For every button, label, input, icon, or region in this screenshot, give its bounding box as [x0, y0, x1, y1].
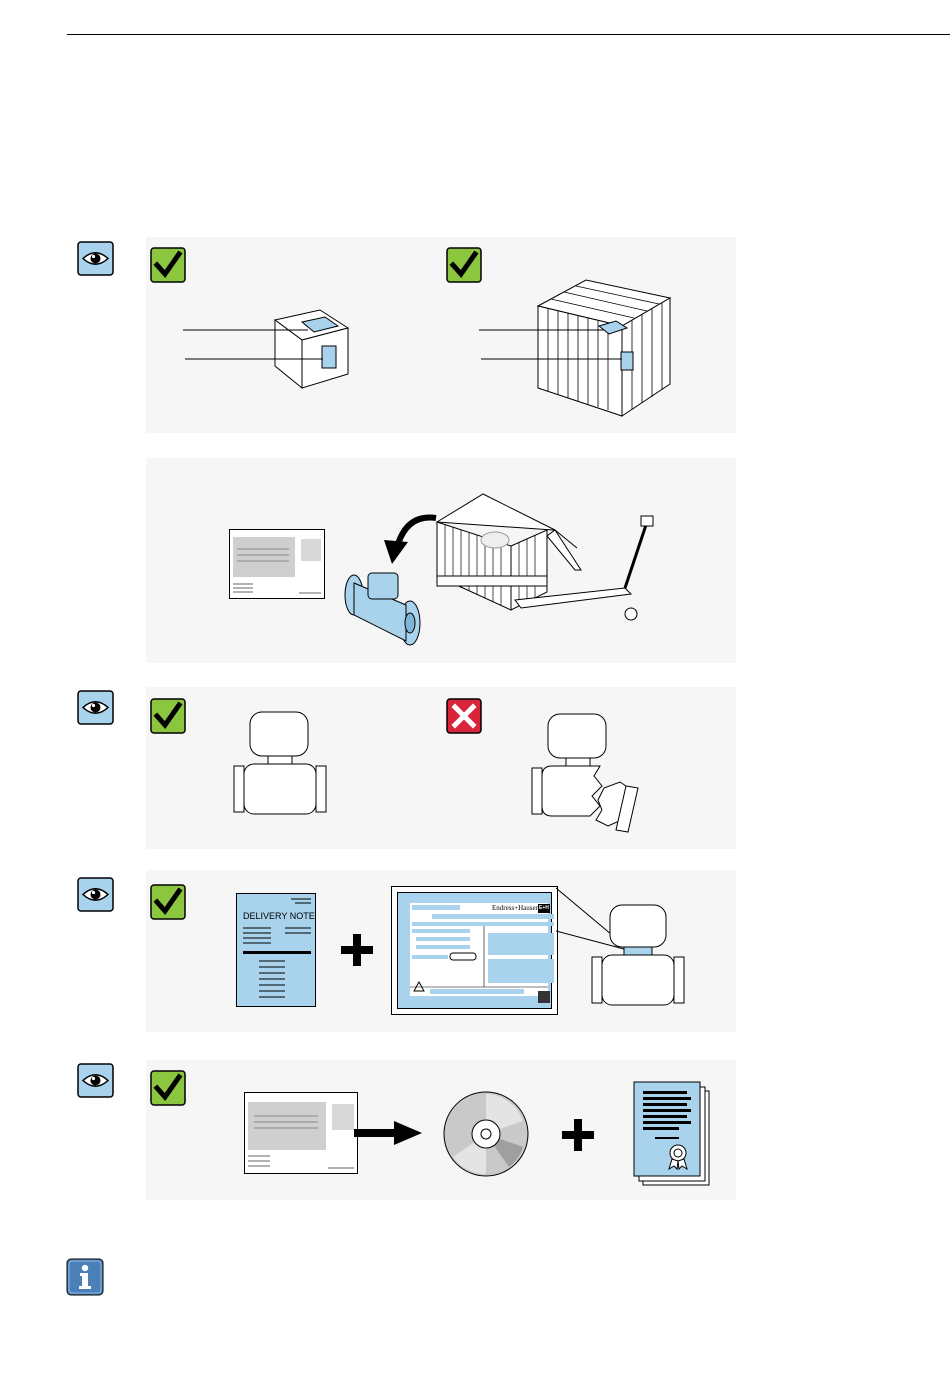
large-crate-illustration — [476, 278, 676, 418]
checkmark-icon — [150, 247, 186, 283]
device-with-nameplate-illustration — [588, 903, 688, 1011]
delivery-note-lines — [237, 894, 317, 1008]
checkmark-icon — [150, 698, 186, 734]
intact-device-illustration — [230, 710, 330, 820]
plus-icon — [561, 1118, 595, 1152]
eye-icon — [77, 1063, 114, 1098]
manual-document-illustration — [229, 529, 325, 599]
cd-rom-icon — [443, 1091, 529, 1177]
nameplate-fields — [392, 887, 559, 1016]
arrow-right-icon — [354, 1120, 424, 1146]
crate-on-pallet-truck-illustration — [435, 490, 660, 625]
eye-icon — [77, 241, 114, 276]
checkmark-icon — [150, 884, 186, 920]
eye-icon — [77, 690, 114, 725]
top-rule — [67, 34, 950, 35]
damaged-device-illustration — [528, 710, 643, 835]
cross-icon — [446, 698, 482, 734]
nameplate-detail: Endress+Hauser E+H — [391, 886, 558, 1015]
curved-arrow-icon — [380, 510, 440, 570]
flowmeter-sensor-illustration — [340, 565, 435, 650]
eye-icon — [77, 877, 114, 912]
small-package-illustration — [180, 300, 360, 395]
plus-icon — [340, 933, 374, 967]
info-icon — [66, 1258, 104, 1296]
checkmark-icon — [150, 1070, 186, 1106]
manual-document-illustration — [244, 1092, 358, 1174]
certificate-icon — [633, 1081, 711, 1187]
delivery-note-document: DELIVERY NOTE — [236, 893, 316, 1007]
